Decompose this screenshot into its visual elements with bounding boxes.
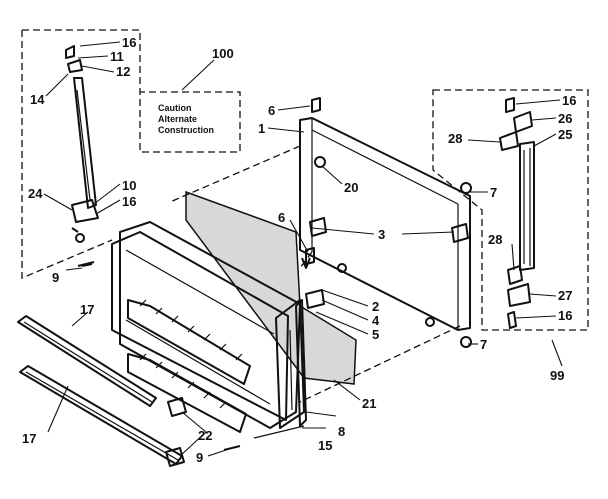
callout-25: 25 [558, 127, 572, 142]
callout-9-upper: 9 [52, 270, 59, 285]
callouts-door: 9 17 17 22 9 15 8 21 [22, 270, 376, 465]
leader-lines [43, 41, 563, 457]
callout-6-top: 6 [268, 103, 275, 118]
note-line-1: Caution [158, 103, 192, 113]
callout-26: 26 [558, 111, 572, 126]
callout-22: 22 [198, 428, 212, 443]
door-liner [111, 221, 305, 433]
screws [77, 261, 241, 451]
callout-5: 5 [372, 327, 379, 342]
callout-11: 11 [110, 49, 124, 64]
note-line-3: Construction [158, 125, 214, 135]
callout-17-upper: 17 [80, 302, 94, 317]
callouts-frame: 6 1 20 7 3 6 2 4 5 7 [258, 103, 497, 352]
callout-20: 20 [344, 180, 358, 195]
assembly-lines [169, 145, 461, 403]
callout-21: 21 [362, 396, 376, 411]
callout-6-mid: 6 [278, 210, 285, 225]
callout-15: 15 [318, 438, 332, 453]
callout-27: 27 [558, 288, 572, 303]
callout-28-lower: 28 [488, 232, 502, 247]
callout-4: 4 [372, 313, 380, 328]
fasteners [305, 97, 321, 265]
door-panel [253, 299, 307, 439]
callout-3: 3 [378, 227, 385, 242]
callout-16-top: 16 [122, 35, 136, 50]
left-hinge-boundary [21, 29, 241, 279]
handle-caps [165, 397, 187, 467]
callout-100: 100 [212, 46, 234, 61]
right-hinge-assembly [499, 97, 535, 329]
callout-16-right-top: 16 [562, 93, 576, 108]
callout-24: 24 [28, 186, 43, 201]
caution-note: Caution Alternate Construction [158, 103, 214, 135]
door-frame [299, 117, 472, 348]
callout-10: 10 [122, 178, 136, 193]
callout-16-right-lower: 16 [558, 308, 572, 323]
callout-16-lower: 16 [122, 194, 136, 209]
callout-7-lower: 7 [480, 337, 487, 352]
left-hinge-assembly [65, 45, 99, 267]
callout-9-lower: 9 [196, 450, 203, 465]
callout-1: 1 [258, 121, 265, 136]
callouts-left-hinge: 16 11 12 14 10 16 24 100 [28, 35, 234, 209]
note-line-2: Alternate [158, 114, 197, 124]
right-hinge-boundary [432, 89, 589, 331]
callout-8: 8 [338, 424, 345, 439]
callout-12: 12 [116, 64, 130, 79]
callout-99: 99 [550, 368, 564, 383]
callouts-right-hinge: 16 26 28 25 28 27 16 99 [448, 93, 576, 383]
callout-2: 2 [372, 299, 379, 314]
callout-14: 14 [30, 92, 45, 107]
callout-28-top: 28 [448, 131, 462, 146]
callout-7-top: 7 [490, 185, 497, 200]
callout-17-lower: 17 [22, 431, 36, 446]
